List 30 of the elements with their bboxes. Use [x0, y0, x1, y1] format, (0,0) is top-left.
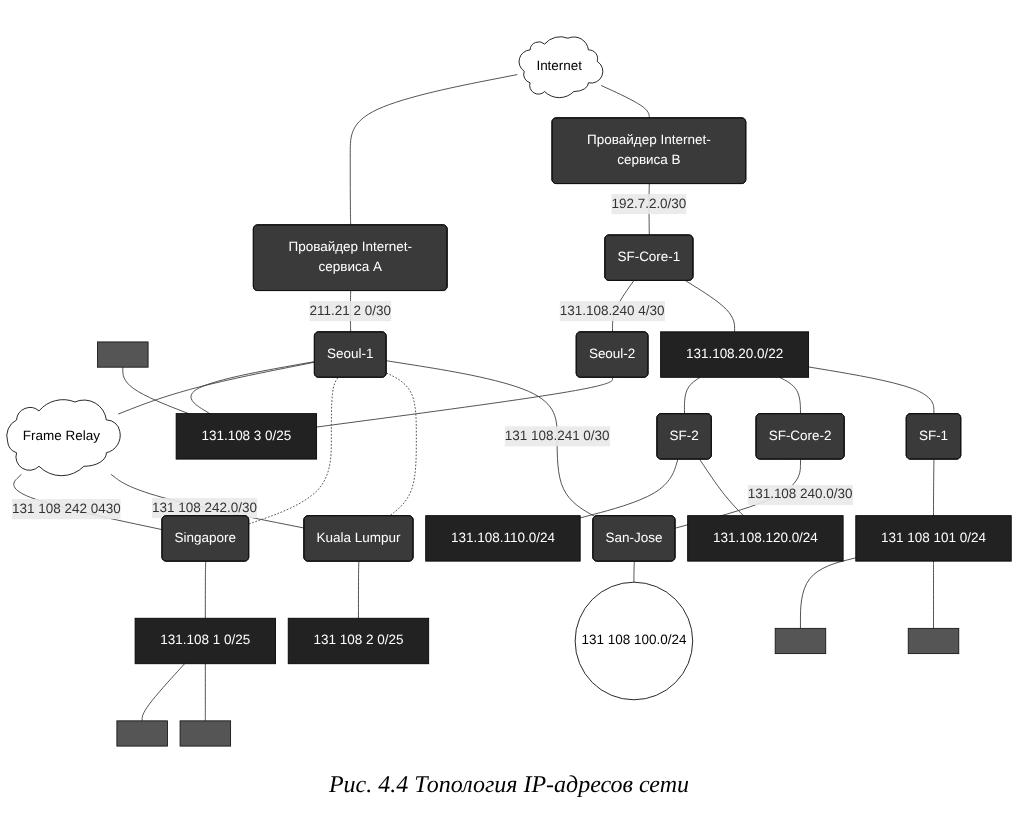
- connector: [684, 377, 701, 416]
- connector: [117, 362, 316, 416]
- connector: [778, 377, 801, 416]
- connector: [190, 361, 316, 415]
- node-box: [907, 628, 960, 655]
- node-box: [97, 342, 149, 369]
- connector: [110, 474, 305, 530]
- connector: [685, 281, 736, 333]
- connector: [386, 373, 417, 518]
- connector: [248, 377, 339, 525]
- node-box: [179, 720, 231, 748]
- connector: [386, 360, 596, 518]
- node-box: [116, 720, 168, 748]
- connector: [808, 367, 935, 416]
- connector: [204, 663, 206, 722]
- connector: [122, 367, 189, 415]
- figure-caption: Рис. 4.4 Топология IP-адресов сети: [326, 770, 692, 800]
- connector: [579, 459, 679, 519]
- connector: [204, 561, 207, 620]
- connector: [316, 377, 613, 429]
- connector: [800, 558, 857, 630]
- connector: [349, 74, 518, 227]
- node-box: [774, 628, 827, 655]
- connector: [600, 85, 650, 120]
- connector: [933, 561, 934, 630]
- connector: [633, 561, 635, 584]
- connector: [933, 459, 935, 517]
- connector: [699, 459, 744, 517]
- connector: [358, 561, 360, 620]
- connector: [141, 663, 185, 722]
